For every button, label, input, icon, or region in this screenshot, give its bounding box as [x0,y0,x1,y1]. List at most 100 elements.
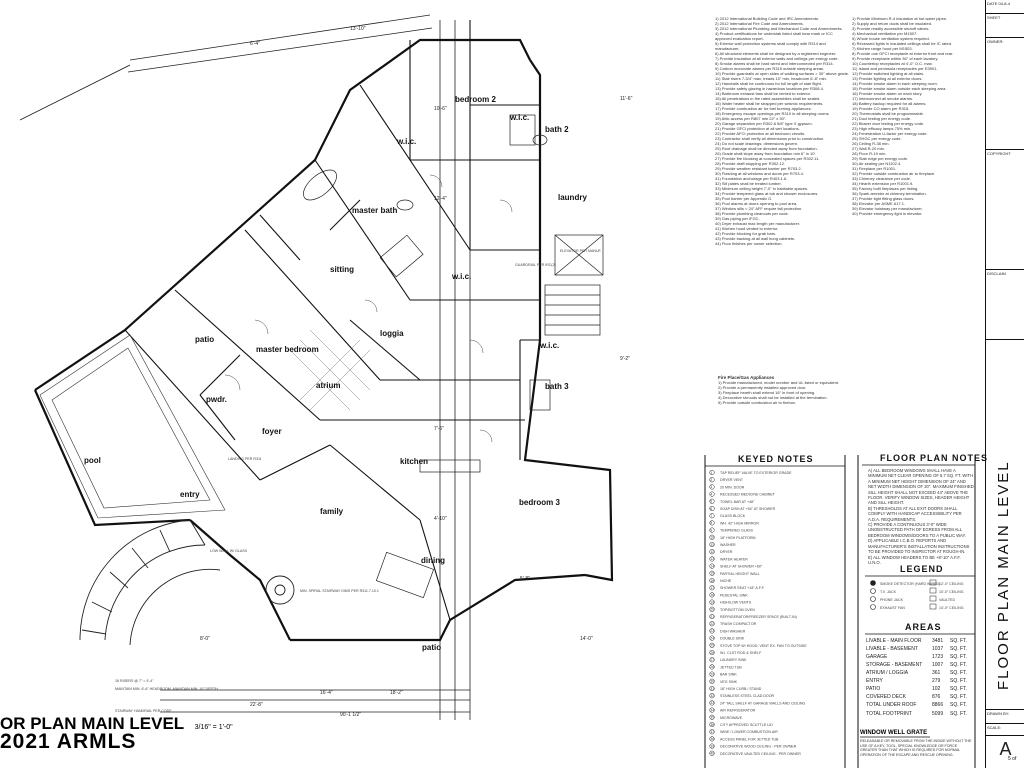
keyed-note-marker [709,613,715,620]
side-title-area: FLOOR PLAN MAIN LEVEL [995,440,1024,700]
right-note: 25) SHGC per energy code. [852,136,902,141]
dim-label: 11'-6" [620,96,633,102]
general-note: 37) Window sills < 24" AFF require fall … [715,206,803,211]
note-risers: 16 RISERS @ 7" = 9'-4" [115,679,154,683]
right-note: 7) Kitchen range hood per M1503. [852,46,913,51]
right-note: 38) Elevator per ASME A17.1. [852,201,906,206]
area-unit: SQ. FT. [950,686,967,692]
legend-item: EXHAUST FAN [880,606,905,610]
right-note: 40) Provide emergency light in elevator. [852,211,923,216]
keyed-note: STAINLESS STEEL CLAD DOOR [720,694,775,698]
general-note: 33) Minimum ceiling height 7'-0" in habi… [715,186,809,191]
note-headroom: MAINTAIN MIN. 6'-6" HEADROOM, MAINTAIN M… [115,687,218,691]
area-label: GARAGE [866,654,888,660]
keyed-note-number: 40 [710,752,714,756]
floor-plan-notes-list: A) ALL BEDROOM WINDOWS SHALL HAVE A MINI… [868,468,974,565]
right-note: 27) Wall R-20 min. [852,146,885,151]
room-atrium: atrium [316,381,340,390]
dim-label: 13'-10" [350,26,366,32]
keyed-note-marker [709,599,715,605]
note-elevator: ELEVATOR PER MANUF. [560,249,602,253]
keyed-note: 18" HIGH CURB / STAND [720,687,762,691]
keyed-note-number: 27 [710,658,714,662]
keyed-note-marker [709,707,715,713]
right-note: 2) Supply and return ducts shall be insu… [852,21,933,26]
general-note: 19) Attic access per R807 min 22" x 30". [715,116,787,121]
area-total-label: TOTAL UNDER ROOF [866,702,916,708]
keyed-note-number: 16 [710,579,714,583]
tb-copyright: COPYRIGHT [986,150,1024,270]
fireplace-notes: Fire Place/Gas Appliances 1) Provide man… [718,375,853,405]
dim-label: 90'-1 1/2" [340,712,361,718]
tb-sheet-label: SHEET [986,14,1024,38]
area-total-value: 5099 [932,711,943,717]
keyed-note-marker [709,649,715,656]
area-value: 102 [932,686,941,692]
legend-ceiling: 12'-0" CEILING [939,582,964,586]
right-note: 37) Provide tight fitting glass doors. [852,196,915,201]
general-note: 14) Bathroom exhaust fans shall be vente… [715,91,811,96]
general-note: 28) Provide draft stopping per R302.12. [715,161,786,166]
keyed-note: WATER HEATER [720,557,748,561]
general-note: 34) Provide tempered glass at tub and sh… [715,191,819,196]
dim-label: 12'-4" [434,196,447,202]
keyed-note-number: 11 [710,543,714,547]
general-note: 21) Provide GFCI protection at all wet l… [715,126,800,131]
keyed-note: SHELF AT SHOWER +60" [720,565,763,569]
keyed-note: DRYER VENT [720,478,744,482]
tb-sheet-number: A [986,736,1024,768]
keyed-note-marker [709,714,715,720]
general-note: 43) Provide backing at all wall hung cab… [715,236,796,241]
general-note: 11) Stair risers 7-3/4" max, treads 10" … [715,76,827,81]
keyed-note-number: 12 [710,550,714,554]
tb-disclaimer-text: DISCLAIM [987,271,1006,276]
room-bath-3: bath 3 [545,382,569,391]
room-pool: pool [84,456,101,465]
keyed-note-number: 23 [710,629,714,633]
general-note: 42) Provide blocking for grab bars. [715,231,777,236]
sheet-title: OR PLAN MAIN LEVEL 3/16" = 1'-0" [0,714,233,734]
area-total-unit: SQ. FT. [950,711,967,717]
keyed-note: MICROWAVE [720,716,743,720]
tb-disclaimer: DISCLAIM [986,270,1024,340]
door-swings [224,174,513,443]
ceiling-symbol-icon [929,587,937,594]
dim-label: 7'-6" [434,426,444,432]
areas-heading: AREAS [905,622,942,632]
keyed-note-number: 34 [710,708,714,712]
right-note: 26) Ceiling R-38 min. [852,141,890,146]
keyed-note: DISH WASHER [720,629,746,633]
legend-item: SMOKE DETECTOR (HARD WIRED) [880,582,940,586]
area-label: PATIO [866,686,880,692]
floor-plan-note: B) THRESHOLDS AT ALL EXIT DOORS SHALL CO… [868,505,962,522]
fireplace-note: 5) Provide outside combustion air to fir… [718,400,797,405]
legend-symbol-icon [870,588,876,594]
general-note: 22) Provide AFCI protection at all bedro… [715,131,806,136]
area-unit: SQ. FT. [950,694,967,700]
keyed-note-marker [709,491,715,497]
room-wic-2: w.i.c. [509,113,529,122]
keyed-note-number: 37 [710,730,714,734]
window-well-block: WINDOW WELL GRATE [860,730,930,738]
keyed-note: TRASH COMPACTOR [720,622,757,626]
keyed-note-marker [709,729,715,735]
note-guardrail: GUARDRAIL PER IRC(2) [515,263,556,267]
fireplace-note: 1) Provide manufactured, model number an… [718,380,840,385]
room-wic-1: w.i.c. [396,137,416,146]
spiral-stair [79,519,295,646]
keyed-note: WINE / LOWER COMBUSTION AIR [720,730,778,734]
right-note: 17) Interconnect all smoke alarms. [852,96,914,101]
general-note: 41) Kitchen hood vented to exterior. [715,226,779,231]
keyed-note: W.I. CLST ROD & SHELF [720,651,762,655]
general-note: 10) Provide guardrails at open sides of … [715,71,850,76]
right-note: 34) Hearth extension per R1001.9. [852,181,914,186]
keyed-note-number: 22 [710,622,714,626]
right-note: 31) Fireplace per R1001. [852,166,897,171]
ceiling-symbol-icon [929,595,937,602]
keyed-note-number: 2 [710,478,712,482]
keyed-note-marker [709,541,715,548]
keyed-note: SOAP DISH AT +54" AT SHOWER [720,507,776,511]
right-note: 35) Factory built fireplaces per listing… [852,186,919,191]
